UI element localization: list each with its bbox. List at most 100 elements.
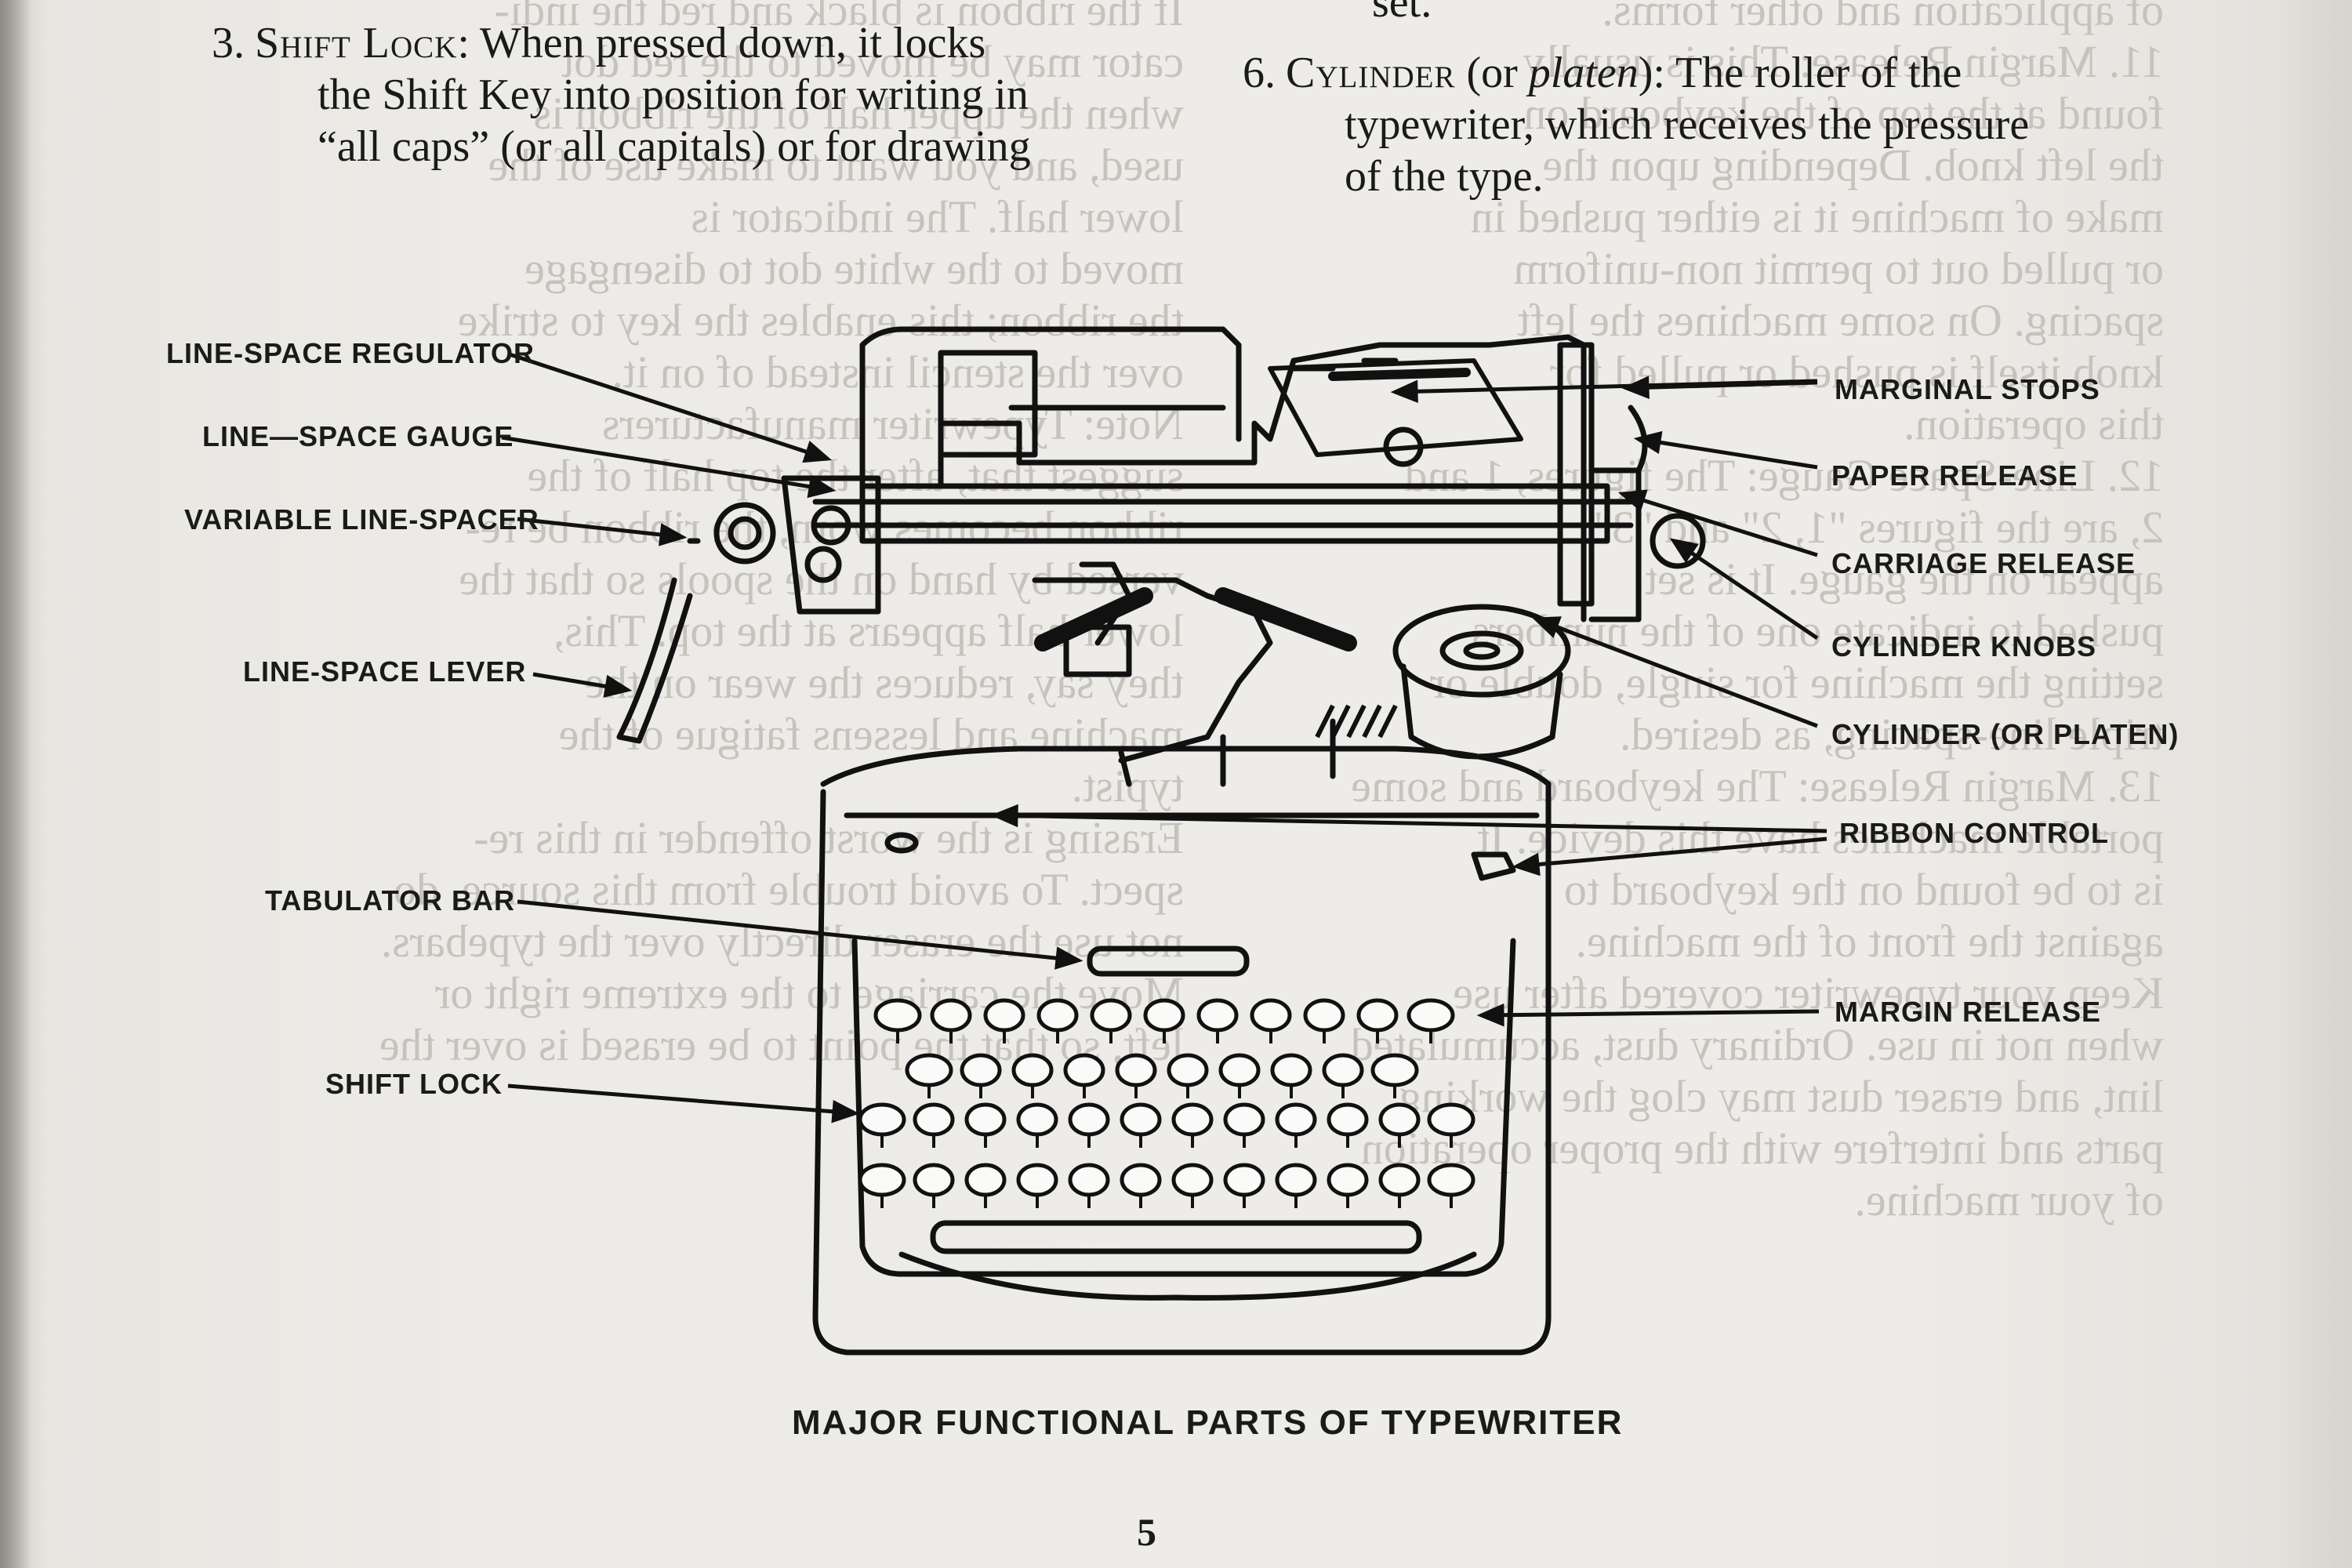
leader-line <box>507 1083 855 1116</box>
label-line-space-lever: LINE-SPACE LEVER <box>243 655 527 688</box>
leader-line <box>509 352 828 461</box>
keyboard-keys <box>858 998 1475 1208</box>
shift-lock-paragraph: 3. Shift Lock: When pressed down, it loc… <box>212 17 1168 190</box>
term-heading: Cylinder <box>1286 49 1456 97</box>
label-tabulator-bar: TABULATOR BAR <box>265 884 515 916</box>
typewriter-key <box>1275 1163 1317 1197</box>
arrowhead <box>1390 379 1418 404</box>
label-variable-line-spacer: VARIABLE LINE-SPACER <box>184 503 539 535</box>
typewriter-key <box>1063 1053 1105 1087</box>
leader-line <box>501 435 832 492</box>
label-line-space-gauge: LINE—SPACE GAUGE <box>202 420 514 452</box>
cylinder-knob-left <box>713 502 776 564</box>
typewriter-key <box>1223 1163 1265 1197</box>
space-bar <box>930 1220 1422 1254</box>
arrowhead <box>1476 1003 1504 1027</box>
typewriter-base <box>812 781 1552 1356</box>
type-bar-basket <box>1032 577 1273 764</box>
leader-line <box>1622 492 1818 557</box>
typewriter-key <box>905 1053 953 1087</box>
label-margin-release: MARGIN RELEASE <box>1835 996 2102 1028</box>
cylinder-knob-right <box>1650 513 1706 569</box>
typewriter-key <box>1016 1102 1058 1137</box>
typewriter-key <box>1378 1102 1421 1137</box>
typewriter-key <box>858 1163 906 1197</box>
label-line-space-regulator: LINE-SPACE REGULATOR <box>166 337 535 369</box>
typewriter-key <box>1223 1102 1265 1137</box>
arrowhead <box>1633 430 1663 455</box>
typewriter-key <box>913 1102 955 1137</box>
typewriter-key <box>1303 998 1345 1033</box>
typewriter-key <box>1068 1163 1110 1197</box>
typewriter-key <box>1115 1053 1157 1087</box>
top-fragment: set. <box>1372 0 1432 27</box>
typewriter-key <box>983 998 1025 1033</box>
paragraph-line: of the type. <box>1345 152 1544 201</box>
typewriter-key <box>1068 1102 1110 1137</box>
typewriter-key <box>1036 998 1079 1033</box>
typewriter-key <box>873 998 922 1033</box>
typewriter-key <box>1011 1053 1054 1087</box>
paragraph-line: “all caps” (or all capitals) or for draw… <box>318 122 1031 171</box>
arrowhead <box>603 674 633 698</box>
keyboard-tray <box>851 938 1516 1277</box>
label-carriage-release: CARRIAGE RELEASE <box>1831 547 2136 579</box>
leader-line <box>1638 437 1818 470</box>
cylinder-bar <box>812 499 1634 528</box>
type-bar-hatching <box>1315 704 1398 739</box>
typewriter-key <box>1427 1163 1475 1197</box>
leader-line <box>1672 539 1819 641</box>
typewriter-key <box>1167 1053 1209 1087</box>
leader-line <box>1516 837 1828 869</box>
label-ribbon-control: RIBBON CONTROL <box>1839 817 2109 849</box>
typewriter-key <box>1218 1053 1261 1087</box>
leader-line <box>1536 617 1818 728</box>
arrowhead <box>1617 489 1648 512</box>
typewriter-key <box>858 1102 906 1137</box>
typewriter-key <box>1143 998 1185 1033</box>
typewriter-key <box>964 1163 1007 1197</box>
arrowhead <box>1621 376 1650 399</box>
typewriter-key <box>1427 1102 1475 1137</box>
leader-line <box>517 517 683 539</box>
arrowhead <box>659 523 688 546</box>
typewriter-key <box>1322 1053 1364 1087</box>
typewriter-key <box>1090 998 1132 1033</box>
typewriter-key <box>1327 1163 1369 1197</box>
figure-caption: MAJOR FUNCTIONAL PARTS OF TYPEWRITER <box>792 1403 1624 1442</box>
arrowhead <box>831 1100 860 1123</box>
line-space-lever <box>616 577 693 744</box>
paragraph-line: typewriter, which receives the pressure <box>1345 100 2030 149</box>
carriage <box>859 334 1587 622</box>
typewriter-key <box>964 1102 1007 1137</box>
ribbon-spool <box>1392 604 1571 698</box>
arrowhead <box>1669 538 1699 564</box>
label-shift-lock: SHIFT LOCK <box>325 1068 503 1100</box>
leader-line <box>995 813 1828 833</box>
page-number: 5 <box>1137 1510 1156 1554</box>
label-paper-release: PAPER RELEASE <box>1831 459 2078 492</box>
typewriter-key <box>1406 998 1455 1033</box>
leader-line <box>517 899 1079 963</box>
label-marginal-stops: MARGINAL STOPS <box>1835 373 2100 405</box>
typewriter-key <box>1250 998 1292 1033</box>
arrowhead <box>1512 852 1541 877</box>
typewriter-key <box>1120 1163 1162 1197</box>
label-cylinder-platen: CYLINDER (OR PLATEN) <box>1831 718 2180 750</box>
leader-line <box>1626 380 1818 390</box>
arrowhead <box>807 474 837 499</box>
typewriter-key <box>1120 1102 1162 1137</box>
typewriter-key <box>1016 1163 1058 1197</box>
typewriter-key <box>1356 998 1399 1033</box>
typewriter-key <box>930 998 972 1033</box>
typewriter-key <box>1171 1102 1214 1137</box>
typewriter-key <box>1196 998 1239 1033</box>
arrowhead <box>802 441 833 463</box>
typewriter-key <box>1370 1053 1419 1087</box>
paragraph-first-line: Cylinder (or platen): The roller of the <box>1286 49 1962 97</box>
typewriter-key <box>1327 1102 1369 1137</box>
paragraph-number: 3. <box>212 19 245 67</box>
tabulator-bar-shape <box>1087 946 1250 977</box>
leader-line <box>1481 1009 1820 1018</box>
